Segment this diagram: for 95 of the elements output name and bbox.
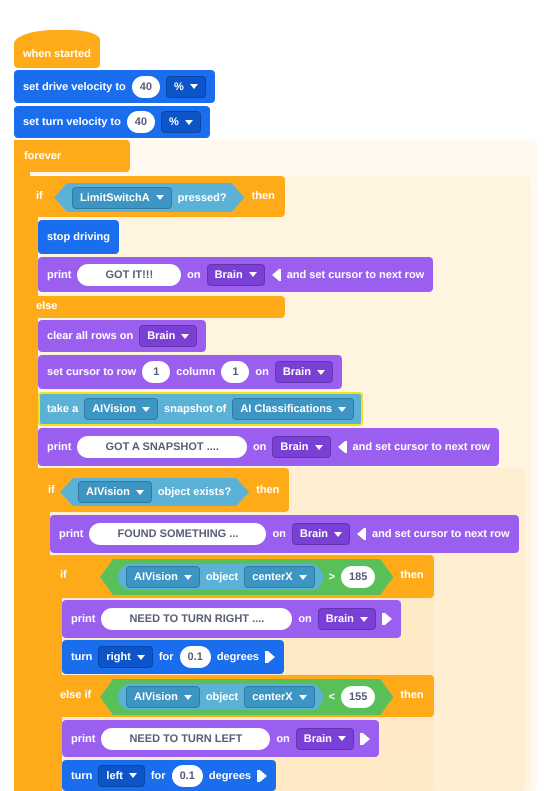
block-label: and set cursor to next row (352, 441, 490, 453)
dropdown: AIVision (126, 566, 200, 588)
block-label: on (276, 732, 290, 744)
block-label: on (255, 366, 269, 378)
block-label: for (150, 770, 166, 782)
text-input: GOT A SNAPSHOT .... (77, 436, 247, 458)
command-block (38, 392, 364, 426)
block-label: stop driving (47, 231, 110, 243)
block-label: print (47, 268, 72, 280)
block-label: clear all rows on (47, 330, 134, 342)
block-label: if (36, 190, 43, 202)
block-label: set drive velocity to (23, 80, 126, 92)
block-label: print (59, 528, 84, 540)
command-block (14, 106, 210, 138)
block-label: pressed? (178, 192, 227, 204)
block-label: when started (23, 48, 91, 60)
block-label: then (252, 190, 275, 202)
block-label: turn (71, 770, 92, 782)
block-label: then (400, 689, 424, 701)
dropdown: AIVision (78, 481, 152, 503)
if-else-if-block (50, 555, 434, 791)
number-input: 0.1 (172, 764, 203, 786)
block-label: turn (71, 651, 92, 663)
block-label: set turn velocity to (23, 116, 121, 128)
dropdown: AIVision (84, 398, 158, 420)
print-block (62, 720, 379, 757)
block-label: on (298, 613, 312, 625)
dropdown: centerX (244, 566, 315, 588)
block-label: for (158, 651, 174, 663)
number-input: 40 (126, 111, 156, 133)
block-label: and set cursor to next row (286, 268, 424, 280)
command-block (14, 70, 215, 103)
number-input: 40 (132, 76, 160, 98)
block-label: > (328, 571, 336, 583)
command-block (62, 640, 284, 674)
number-input: 155 (341, 686, 376, 708)
block-label: else (36, 300, 58, 312)
dropdown: left (98, 764, 145, 786)
block-label: on (252, 441, 266, 453)
block-label: object (206, 691, 238, 703)
number-input: 0.1 (180, 646, 211, 668)
dropdown: Brain (139, 325, 198, 347)
dropdown: AIVision (126, 686, 200, 708)
text-input: NEED TO TURN RIGHT .... (101, 608, 292, 630)
number-input: 185 (341, 566, 376, 588)
text-input: FOUND SOMETHING ... (89, 523, 266, 545)
command-block (38, 320, 206, 352)
block-label: else if (60, 689, 92, 701)
dropdown: Brain (292, 523, 350, 545)
dropdown: % (161, 111, 201, 133)
block-label: object (206, 571, 238, 583)
hat-block (14, 30, 100, 68)
dropdown: Brain (206, 264, 265, 286)
block-label: degrees (208, 770, 252, 782)
block-label: print (71, 732, 96, 744)
block-label: if (60, 569, 67, 581)
dropdown: right (98, 646, 153, 668)
dropdown: Brain (318, 608, 376, 630)
block-label: column (176, 366, 216, 378)
block-label: < (328, 691, 336, 703)
dropdown: LimitSwitchA (72, 186, 172, 208)
reporter-block (118, 564, 323, 590)
block-label: on (272, 528, 286, 540)
text-input: NEED TO TURN LEFT (101, 728, 270, 750)
dropdown: % (166, 76, 206, 98)
block-label: forever (24, 150, 62, 162)
dropdown: AI Classifications (232, 398, 354, 420)
command-block (38, 355, 342, 389)
dropdown: Brain (272, 436, 331, 458)
block-label: set cursor to row (47, 366, 136, 378)
block-label: take a (47, 403, 78, 415)
text-input: GOT IT!!! (77, 264, 182, 286)
dropdown: Brain (296, 728, 354, 750)
block-label: degrees (216, 651, 260, 663)
print-block (62, 600, 401, 638)
number-input: 1 (221, 361, 250, 383)
block-label: object exists? (158, 486, 232, 498)
block-label: snapshot of (164, 403, 226, 415)
block-label: if (48, 484, 55, 496)
command-block (38, 220, 119, 254)
if-block (38, 468, 525, 791)
print-block (38, 257, 434, 292)
block-label: on (187, 268, 201, 280)
print-block (38, 428, 500, 466)
command-block (62, 760, 276, 791)
print-block (50, 515, 519, 553)
reporter-block (118, 684, 323, 710)
block-label: print (71, 613, 96, 625)
block-label: and set cursor to next row (372, 528, 510, 540)
number-input: 1 (142, 361, 170, 383)
block-label: then (256, 484, 280, 496)
dropdown: centerX (244, 686, 315, 708)
block-label: then (400, 569, 424, 581)
dropdown: Brain (274, 361, 333, 383)
block-label: print (47, 441, 72, 453)
